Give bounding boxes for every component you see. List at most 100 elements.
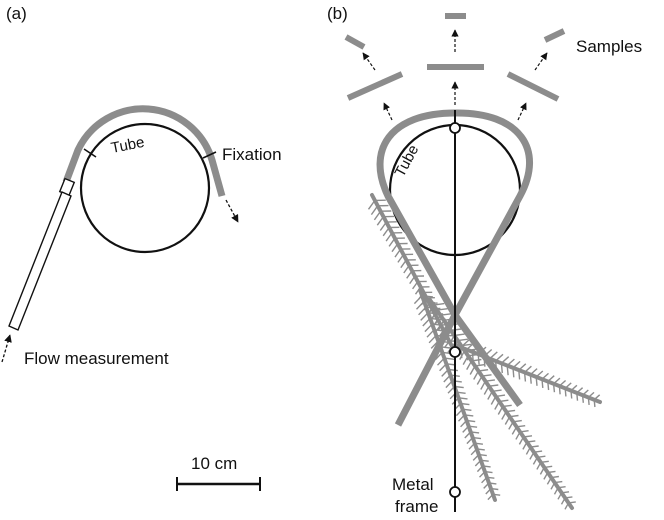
branch-needle <box>477 354 480 365</box>
branch-needle <box>403 264 410 274</box>
panel-a-fixation-mark-right <box>202 151 217 159</box>
branch-needle <box>525 446 532 455</box>
branch-needle <box>376 216 384 226</box>
scale-bar: 10 cm <box>176 454 261 491</box>
branch-needle <box>400 259 407 269</box>
branch-needle <box>581 395 584 403</box>
branch-needle <box>468 442 476 450</box>
branch-needle <box>472 454 480 461</box>
branch-needle <box>462 408 472 411</box>
branch-needle <box>515 431 521 440</box>
branch-needle <box>576 387 584 394</box>
branch-needle <box>544 465 553 469</box>
branch-needle <box>439 363 447 372</box>
branch-needle <box>558 486 566 489</box>
branch-needle <box>464 414 474 417</box>
branch-needle <box>483 385 490 395</box>
branch-needle <box>485 488 492 495</box>
branch-needle <box>540 460 549 463</box>
branch-needle <box>421 295 433 298</box>
branch-needle <box>385 232 393 242</box>
branch-needle <box>502 404 512 408</box>
branch-needle <box>454 385 464 389</box>
branch-needle <box>551 475 559 479</box>
branch-needle <box>464 431 472 439</box>
branch-needle <box>547 375 555 383</box>
branch-needle <box>537 455 546 458</box>
branch-needle <box>373 210 382 221</box>
branch-needle <box>476 448 485 451</box>
branch-needle <box>582 389 589 396</box>
branch-needle <box>499 399 509 403</box>
branch-needle <box>554 480 563 484</box>
branch-needle <box>526 440 536 443</box>
branch-needle <box>434 314 442 325</box>
branch-needle <box>513 419 522 423</box>
branch-needle <box>472 436 482 440</box>
panel-a-label: (a) <box>6 4 27 23</box>
branch-needle <box>550 482 556 490</box>
branch-needle <box>448 335 455 345</box>
branch-needle <box>489 351 498 360</box>
branch-needle <box>474 459 482 467</box>
branch-needle <box>434 329 445 332</box>
branch-needle <box>469 365 476 375</box>
branch-needle <box>466 360 473 370</box>
branch-needle <box>476 375 483 385</box>
branch-needle <box>433 302 445 306</box>
branch-needle <box>367 199 376 210</box>
branch-needle <box>509 414 519 418</box>
branch-needle <box>535 370 544 378</box>
branch-needle <box>413 295 423 305</box>
branch-needle <box>445 380 453 389</box>
branch-needle <box>547 381 550 391</box>
branch-needle <box>557 492 563 500</box>
branch-needle <box>504 416 511 425</box>
sample-arrow-left <box>362 52 376 71</box>
branch-needle <box>511 426 518 435</box>
branch-needle <box>539 467 545 475</box>
branch-needle <box>486 476 495 479</box>
branch-needle <box>470 431 480 434</box>
branch-needle <box>488 384 499 387</box>
sample-arrow-left-lower <box>383 102 393 121</box>
metal-frame-joint-bottom <box>449 486 461 498</box>
panel-a-tube-label: Tube <box>110 134 146 157</box>
branch-needle <box>487 390 493 400</box>
branch-needle <box>490 396 497 405</box>
branch-needle <box>553 377 561 385</box>
branch-needle <box>543 472 549 480</box>
branch-needle <box>436 308 448 311</box>
branch-needle <box>460 339 470 348</box>
branch-needle <box>474 442 483 445</box>
branch-needle <box>558 385 561 395</box>
branch-needle <box>476 465 484 473</box>
branch-needle <box>460 420 468 428</box>
branch-needle <box>480 380 487 390</box>
branch-needle <box>516 425 526 428</box>
branch-needle <box>388 237 396 247</box>
branch-needle <box>488 482 497 485</box>
branch-needle <box>529 374 532 384</box>
branch-needle <box>474 363 485 367</box>
branch-needle <box>593 394 601 401</box>
branch-needle <box>418 306 427 316</box>
branch-needle <box>518 436 525 445</box>
branch-needle <box>457 414 466 422</box>
branch-needle <box>444 340 450 348</box>
branch-needle <box>482 465 491 468</box>
panel-a-tube <box>62 105 226 197</box>
branch-needle <box>547 470 556 474</box>
branch-needle <box>536 461 542 470</box>
branch-needle <box>508 421 514 430</box>
branch-needle <box>481 374 492 377</box>
panel-b: (b) Samples Tube Metal frame <box>327 4 642 516</box>
panel-a-outflow-arrow <box>225 199 239 223</box>
branch-needle <box>500 363 503 374</box>
branch-needle <box>570 384 578 392</box>
branch-needle <box>462 425 470 433</box>
branch-needle <box>397 254 405 263</box>
branch-needle <box>458 397 468 400</box>
branch-needle <box>394 248 402 258</box>
branch-needle <box>524 365 532 373</box>
